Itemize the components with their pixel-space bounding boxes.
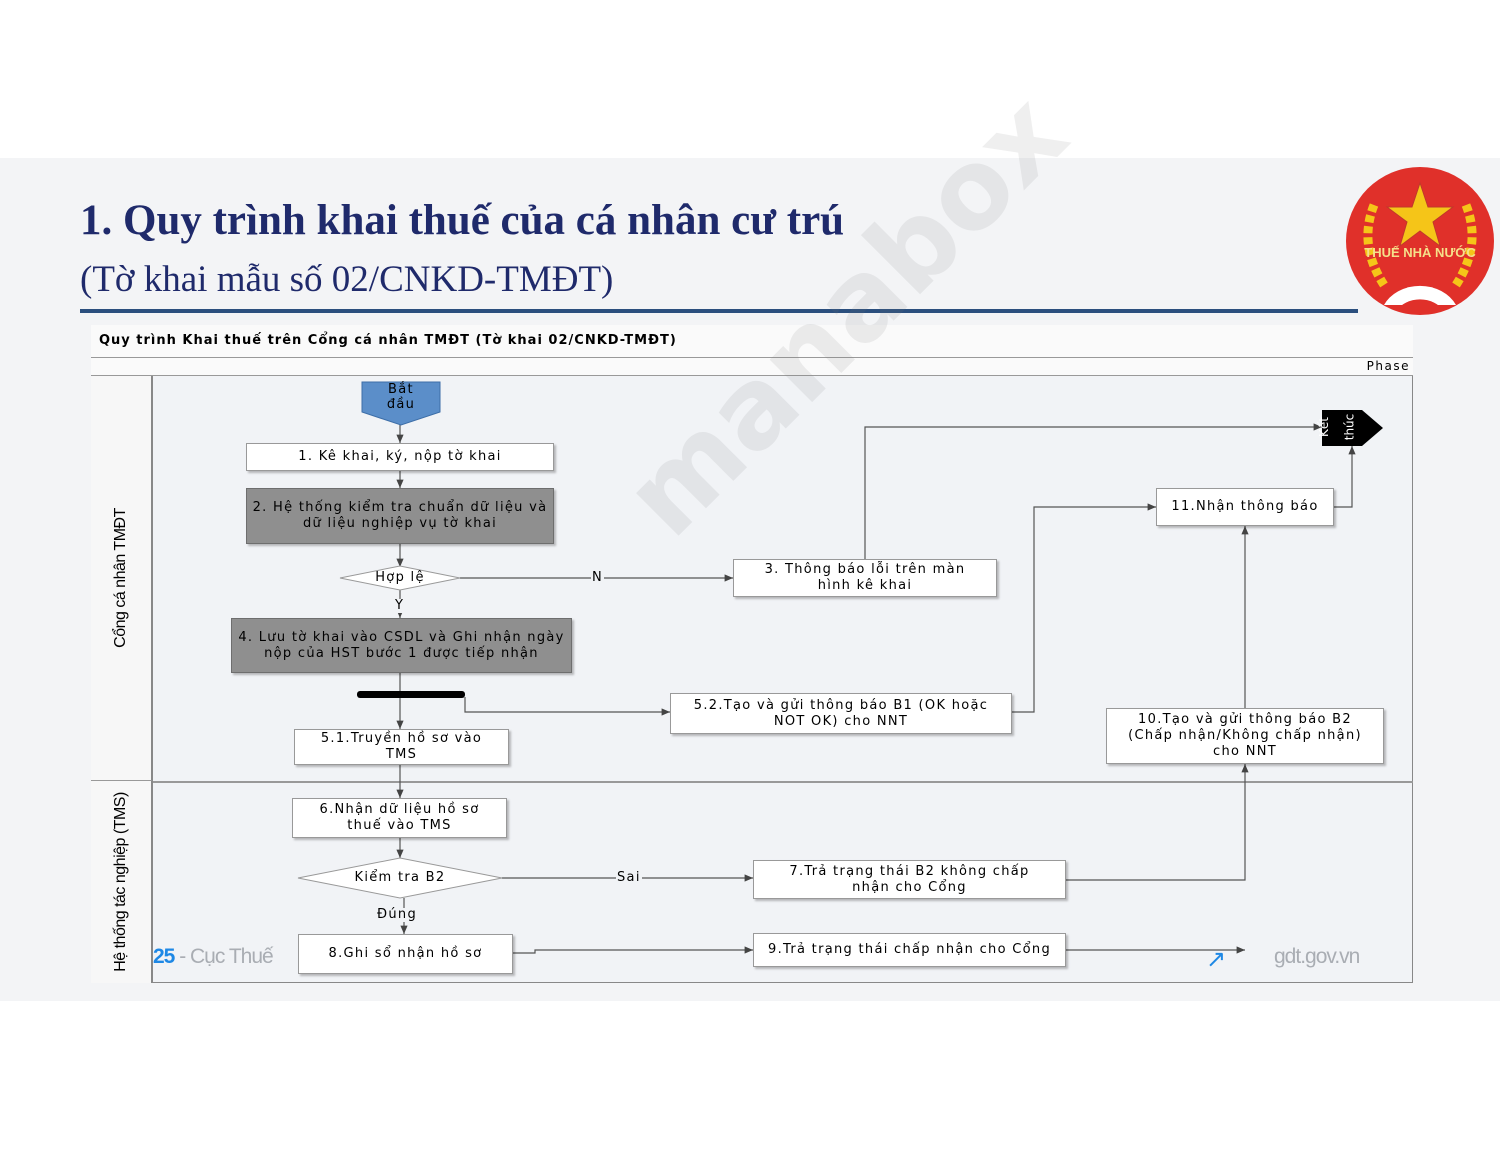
right-label: Đúng: [376, 907, 419, 922]
logo-text: THUẾ NHÀ NƯỚC: [1364, 245, 1476, 260]
step-6-receive-data: 6.Nhận dữ liệu hồ sơ thuế vào TMS: [292, 798, 507, 838]
phase-header: Phase: [91, 358, 1413, 376]
step-7-reject-status: 7.Trả trạng thái B2 không chấp nhận cho …: [753, 860, 1066, 899]
yes-label: Y: [394, 598, 406, 613]
slide-subtitle: (Tờ khai mẫu số 02/CNKD-TMĐT): [80, 259, 614, 300]
title-divider: [80, 309, 1358, 313]
step-3-error-notice: 3. Thông báo lỗi trên màn hình kê khai: [733, 559, 997, 597]
lane-divider: [153, 781, 1413, 783]
lane-header-portal: Cổng cá nhân TMĐT: [91, 376, 153, 781]
diagram-title: Quy trình Khai thuế trên Cổng cá nhân TM…: [91, 325, 1413, 358]
step-11-receive-notice: 11.Nhận thông báo: [1156, 488, 1334, 526]
step-10-notice-b2: 10.Tạo và gửi thông báo B2 (Chấp nhận/Kh…: [1106, 708, 1384, 764]
step-5-1-transfer: 5.1.Truyền hồ sơ vào TMS: [294, 729, 509, 765]
external-link-arrow-icon: ↗: [1206, 946, 1226, 973]
wrong-label: Sai: [616, 870, 642, 885]
start-shape: [361, 381, 441, 426]
tax-logo-emblem: THUẾ NHÀ NƯỚC: [1346, 167, 1494, 315]
footer-page: 25 - Cục Thuế: [153, 945, 274, 968]
decision-b2-label: Kiểm tra B2: [354, 870, 446, 885]
decision-valid: [339, 565, 461, 591]
end-shape: [1322, 410, 1383, 446]
step-2-system-check: 2. Hệ thống kiểm tra chuẩn dữ liệu và dữ…: [246, 488, 554, 544]
no-label: N: [591, 570, 605, 585]
footer-site: gdt.gov.vn: [1274, 945, 1360, 968]
decision-valid-label: Hợp lệ: [375, 570, 425, 585]
step-4-save-record: 4. Lưu tờ khai vào CSDL và Ghi nhận ngày…: [231, 618, 572, 673]
slide-title: 1. Quy trình khai thuế của cá nhân cư tr…: [80, 197, 845, 244]
step-5-2-notice-b1: 5.2.Tạo và gửi thông báo B1 (OK hoặc NOT…: [670, 693, 1012, 734]
step-9-accept-status: 9.Trả trạng thái chấp nhận cho Cổng: [753, 933, 1066, 967]
fork-bar: [357, 691, 465, 698]
step-8-record-receipt: 8.Ghi sổ nhận hồ sơ: [298, 934, 513, 974]
decision-check-b2: [297, 857, 503, 899]
step-1-declare: 1. Kê khai, ký, nộp tờ khai: [246, 443, 554, 471]
lane-header-tms: Hệ thống tác nghiệp (TMS): [91, 781, 153, 983]
